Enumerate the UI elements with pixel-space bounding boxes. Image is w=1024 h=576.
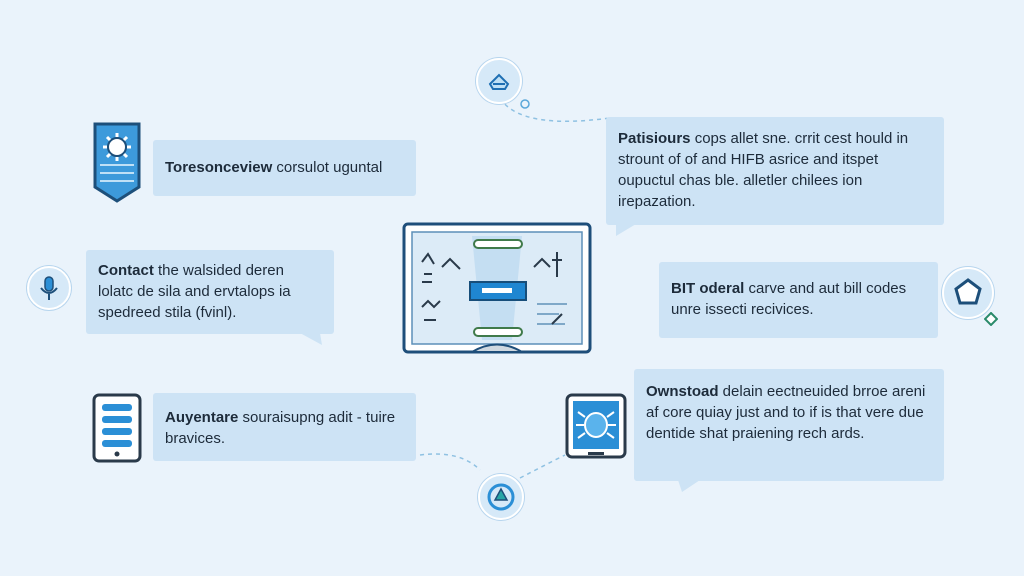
callout-lead: BIT oderal (671, 280, 745, 297)
top-node-bubble (476, 58, 522, 104)
mid-left-node-bubble (27, 266, 71, 310)
callout-lead: Ownstoad (646, 383, 719, 400)
callout-lead: Toresonceview (165, 159, 273, 176)
bottom-node-bubble (478, 474, 524, 520)
callout-text: souraisupng adit - tuire bravices. (165, 409, 396, 447)
inbox-icon (488, 73, 510, 90)
callout-lead: Contact (98, 262, 154, 279)
callout-text: carve and aut bill codes unre issecti re… (671, 280, 907, 318)
mid-right-node-bubble (942, 267, 994, 319)
callout-text: cops allet sne. crrit cest hould in stro… (618, 130, 909, 210)
recycle-icon (487, 483, 515, 511)
callout-mid-right: BIT oderal carve and aut bill codes unre… (659, 262, 938, 338)
callout-mid-left: Contact the walsided deren lolatc de sil… (86, 250, 334, 334)
callout-top-left: Toresonceview corsulot uguntal (153, 140, 416, 196)
callout-bottom-left: Auyentare souraisupng adit - tuire bravi… (153, 393, 416, 461)
mobile-list-icon (92, 393, 142, 463)
callout-top-right: Patisiours cops allet sne. crrit cest ho… (606, 117, 944, 225)
microphone-icon (40, 276, 58, 300)
gear-shield-icon (93, 122, 141, 203)
pentagon-icon (954, 278, 982, 305)
monitor-dashboard-icon (402, 222, 592, 354)
callout-lead: Patisiours (618, 130, 691, 147)
callout-lead: Auyentare (165, 409, 239, 426)
callout-tail (616, 224, 636, 236)
diamond-marker-icon (984, 312, 998, 326)
callout-text: corsulot uguntal (272, 159, 383, 176)
callout-bottom-right: Ownstoad delain eectneuided brroe areni … (634, 369, 944, 481)
callout-tail (678, 480, 700, 492)
callout-text: delain eectneuided brroe areni af core q… (646, 383, 926, 442)
callout-tail (300, 333, 322, 345)
callout-text: the walsided deren lolatc de sila and er… (98, 262, 291, 321)
bug-screen-icon (565, 393, 627, 459)
